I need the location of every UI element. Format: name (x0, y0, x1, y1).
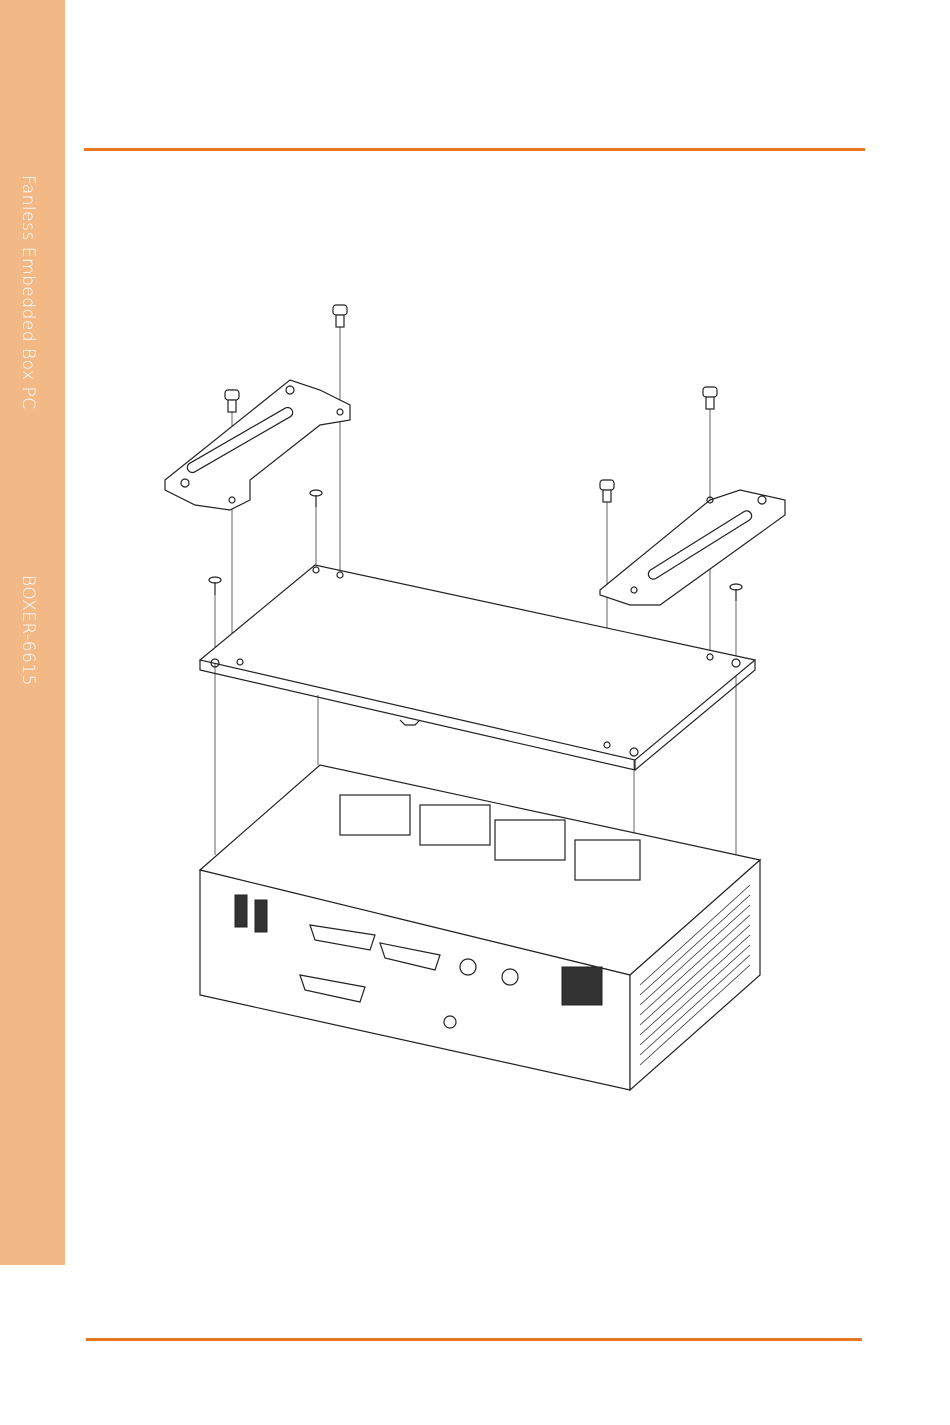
wallmount-assembly-diagram (150, 295, 790, 1100)
exploded-assembly-drawing (150, 295, 790, 1095)
sidebar-title: Fanless Embedded Box PC (18, 175, 38, 410)
right-mounting-bracket (600, 490, 785, 605)
header-rule (84, 148, 865, 151)
left-mounting-bracket (165, 380, 350, 510)
chassis (200, 765, 760, 1090)
sidebar: Fanless Embedded Box PC BOXER-6615 (0, 0, 65, 1265)
footer-rule (86, 1338, 862, 1341)
sidebar-model: BOXER-6615 (18, 575, 38, 686)
